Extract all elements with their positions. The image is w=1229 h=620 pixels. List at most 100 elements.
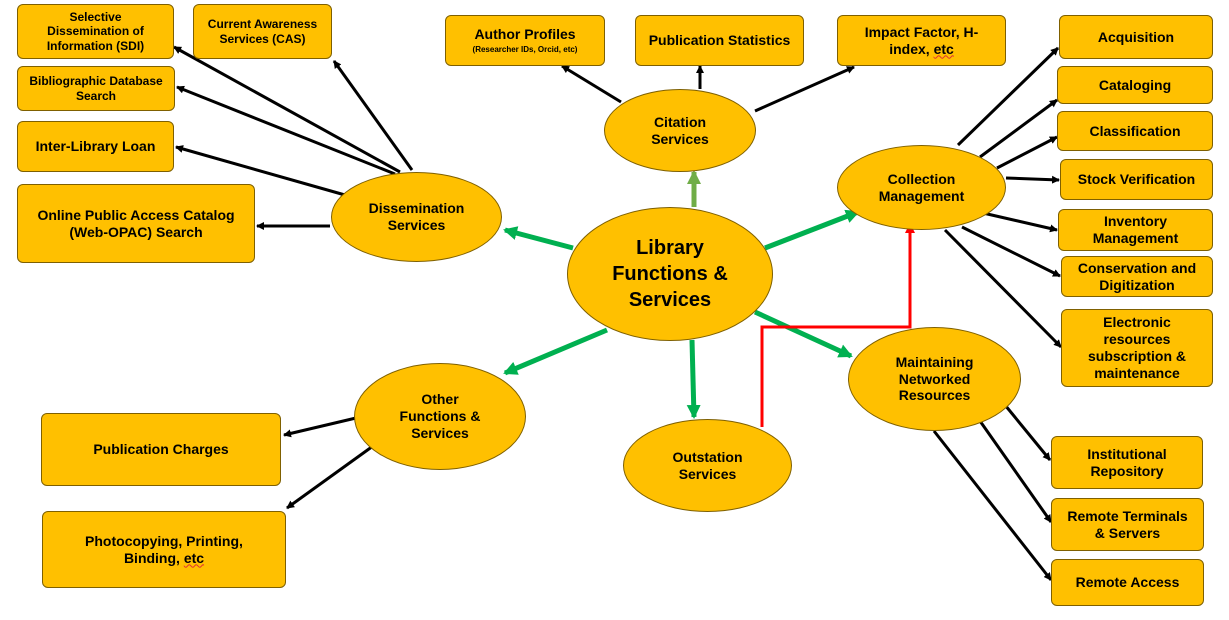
leaf-remote-terminals: Remote Terminals & Servers bbox=[1051, 498, 1204, 551]
leaf-opac: Online Public Access Catalog (Web-OPAC) … bbox=[17, 184, 255, 263]
hub-citation-line-1: Citation bbox=[653, 113, 707, 130]
leaf-cas-line-2: Services (CAS) bbox=[219, 31, 306, 46]
leaf-inter-library-loan: Inter-Library Loan bbox=[17, 121, 174, 172]
arrow-collection-to-cataloging bbox=[979, 98, 1058, 159]
leaf-photocopy-line-2b: etc bbox=[183, 549, 205, 566]
leaf-remote-access: Remote Access bbox=[1051, 559, 1204, 606]
leaf-impact-line-1: Impact Factor, H- bbox=[864, 23, 979, 40]
leaf-pubstats-line-1: Publication Statistics bbox=[648, 32, 791, 49]
hub-other-line-1: Other bbox=[421, 391, 459, 408]
leaf-conservation-line-2: Digitization bbox=[1099, 276, 1175, 293]
leaf-institutional-repository: Institutional Repository bbox=[1051, 436, 1203, 489]
leaf-photocopy-line-2a: Binding, bbox=[123, 549, 184, 566]
hub-networked-line-2: Networked bbox=[898, 370, 971, 387]
arrow-networked-to-terminals bbox=[978, 420, 1053, 523]
arrow-collection-to-eres bbox=[943, 228, 1063, 349]
leaf-publication-charges: Publication Charges bbox=[41, 413, 281, 486]
hub-citation-line-2: Services bbox=[651, 130, 709, 147]
leaf-sdi: Selective Dissemination of Information (… bbox=[17, 4, 174, 59]
leaf-conservation-digitization: Conservation and Digitization bbox=[1061, 256, 1213, 297]
leaf-repository-line-2: Repository bbox=[1090, 462, 1164, 479]
hub-networked-line-3: Resources bbox=[898, 387, 971, 404]
leaf-repository-line-1: Institutional bbox=[1087, 445, 1167, 462]
leaf-impact-line-2b: etc bbox=[933, 40, 954, 57]
leaf-cas: Current Awareness Services (CAS) bbox=[193, 4, 332, 59]
leaf-sdi-line-3: Information (SDI) bbox=[46, 38, 145, 53]
leaf-stock-line-1: Stock Verification bbox=[1077, 171, 1196, 188]
arrow-center-to-networked bbox=[753, 309, 853, 359]
leaf-acquisition-line-1: Acquisition bbox=[1097, 28, 1175, 45]
hub-citation-services: Citation Services bbox=[604, 89, 756, 172]
hub-dissemination-line-1: Dissemination bbox=[368, 200, 465, 217]
leaf-sdi-line-2: Dissemination of bbox=[47, 24, 144, 39]
hub-other-line-3: Services bbox=[411, 424, 469, 441]
arrow-collection-to-classification bbox=[996, 135, 1058, 170]
arrow-collection-to-acquisition bbox=[956, 46, 1060, 147]
leaf-opac-line-1: Online Public Access Catalog bbox=[37, 206, 235, 223]
leaf-classification: Classification bbox=[1057, 111, 1213, 151]
hub-collection-line-2: Management bbox=[878, 187, 965, 204]
arrow-center-to-outstation bbox=[686, 339, 701, 419]
leaf-inventory-line-2: Management bbox=[1092, 230, 1179, 246]
leaf-opac-line-2: (Web-OPAC) Search bbox=[69, 223, 203, 240]
leaf-bib-line-1: Bibliographic Database bbox=[29, 74, 163, 89]
leaf-eres-line-3: subscription & bbox=[1087, 348, 1186, 364]
hub-collection-line-1: Collection bbox=[887, 170, 956, 187]
arrow-networked-to-repository bbox=[1003, 404, 1052, 461]
leaf-terminals-line-1: Remote Terminals bbox=[1067, 507, 1188, 524]
center-library-functions-services: Library Functions & Services bbox=[567, 207, 773, 341]
arrow-outstation-to-collection bbox=[760, 223, 915, 427]
leaf-acquisition: Acquisition bbox=[1059, 15, 1213, 59]
leaf-cataloging-line-1: Cataloging bbox=[1098, 76, 1172, 93]
hub-dissemination-services: Dissemination Services bbox=[331, 172, 502, 262]
leaf-publication-statistics: Publication Statistics bbox=[635, 15, 804, 66]
leaf-impact-line-2a: index, bbox=[889, 40, 934, 57]
leaf-remote-line-1: Remote Access bbox=[1075, 574, 1180, 591]
leaf-cas-line-1: Current Awareness bbox=[207, 17, 318, 32]
leaf-pubcharges-line-1: Publication Charges bbox=[93, 441, 229, 458]
leaf-impact-line-2: index, etc bbox=[889, 41, 954, 58]
arrow-other-to-pubcharges bbox=[283, 416, 357, 438]
hub-other-functions-services: Other Functions & Services bbox=[354, 363, 526, 470]
arrow-center-to-other bbox=[503, 327, 608, 376]
leaf-bibliographic-search: Bibliographic Database Search bbox=[17, 66, 175, 111]
center-line-3: Services bbox=[628, 289, 712, 311]
hub-dissemination-line-2: Services bbox=[387, 217, 446, 233]
leaf-ill-line-1: Inter-Library Loan bbox=[35, 138, 156, 155]
arrow-dissemination-to-bib bbox=[176, 85, 396, 176]
hub-networked-line-1: Maintaining bbox=[895, 353, 974, 370]
leaf-eres-line-4: maintenance bbox=[1094, 364, 1180, 381]
leaf-eres-line-2: resources bbox=[1103, 331, 1171, 348]
leaf-author-profiles: Author Profiles (Researcher IDs, Orcid, … bbox=[445, 15, 605, 66]
arrow-center-to-dissemination bbox=[503, 226, 574, 251]
leaf-eres-line-1: Electronic bbox=[1103, 314, 1171, 331]
hub-outstation-line-1: Outstation bbox=[672, 448, 743, 465]
arrow-dissemination-to-ill bbox=[175, 145, 346, 197]
arrow-dissemination-to-cas bbox=[332, 60, 414, 171]
arrow-center-to-collection bbox=[764, 209, 860, 251]
leaf-photocopying-printing: Photocopying, Printing, Binding, etc bbox=[42, 511, 286, 588]
leaf-conservation-line-1: Conservation and bbox=[1077, 259, 1197, 276]
arrow-citation-to-impact bbox=[754, 65, 855, 113]
leaf-photocopy-line-2: Binding, etc bbox=[124, 550, 204, 567]
leaf-impact-factor: Impact Factor, H- index, etc bbox=[837, 15, 1006, 66]
arrow-collection-to-conservation bbox=[961, 225, 1061, 278]
leaf-photocopy-line-1: Photocopying, Printing, bbox=[85, 532, 243, 549]
leaf-inventory-line-1: Inventory bbox=[1103, 213, 1167, 230]
arrow-collection-to-inventory bbox=[982, 211, 1058, 233]
leaf-inventory-management: Inventory Management bbox=[1058, 209, 1213, 251]
arrow-dissemination-to-sdi bbox=[173, 45, 401, 174]
leaf-author-line-1: Author Profiles bbox=[474, 26, 576, 43]
hub-other-line-2: Functions & bbox=[399, 408, 481, 425]
arrow-citation-to-author bbox=[561, 64, 622, 104]
arrow-other-to-photocopy bbox=[286, 439, 381, 510]
center-line-2: Functions & bbox=[612, 263, 728, 285]
hub-outstation-services: Outstation Services bbox=[623, 419, 792, 512]
arrow-networked-to-remote bbox=[932, 430, 1053, 581]
leaf-terminals-line-2: & Servers bbox=[1094, 524, 1161, 541]
leaf-cataloging: Cataloging bbox=[1057, 66, 1213, 104]
leaf-classification-line-1: Classification bbox=[1089, 122, 1181, 139]
leaf-stock-verification: Stock Verification bbox=[1060, 159, 1213, 200]
